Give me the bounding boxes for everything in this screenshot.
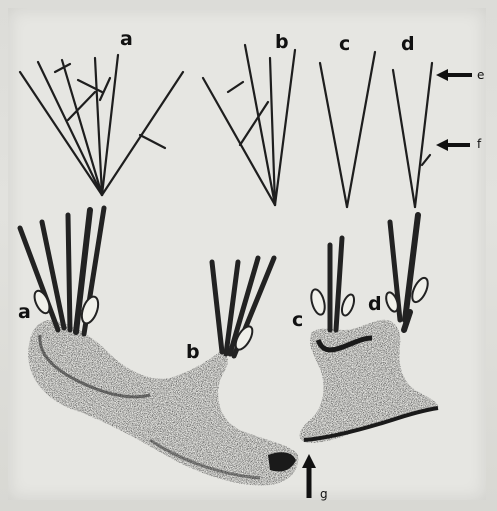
branch-diagram-c [320,52,375,207]
bud-c [309,288,357,317]
specimen-cd [300,320,438,443]
shoots-d [390,215,418,330]
shoots-c [330,238,342,330]
arrow-f [436,139,470,151]
label-bottom-c: c [292,311,303,330]
branch-diagram-a [20,55,183,195]
label-top-a: a [120,30,133,49]
branch-diagram-d [393,63,432,207]
arrow-g [302,454,316,498]
branch-diagram-b [203,45,295,205]
label-g: g [320,488,328,500]
label-e: e [477,69,484,81]
arrow-e [436,69,472,81]
label-top-b: b [275,33,289,52]
label-f: f [477,138,481,150]
label-bottom-d: d [368,295,382,314]
label-bottom-b: b [186,343,200,362]
label-bottom-a: a [18,303,31,322]
label-top-d: d [401,35,415,54]
label-top-c: c [339,35,350,54]
specimen-ab [28,320,298,485]
